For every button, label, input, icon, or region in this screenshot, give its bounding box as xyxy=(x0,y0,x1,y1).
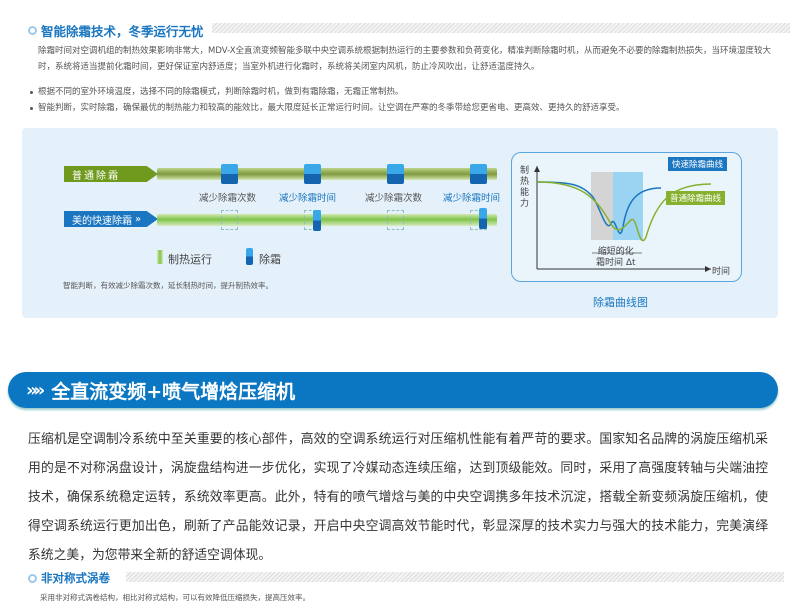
curve-chart-caption: 除霜曲线图 xyxy=(593,296,648,309)
normal-defrost-curve xyxy=(536,181,712,242)
defrost-curve-chart xyxy=(534,166,712,272)
triple-chevron-icon: »» xyxy=(26,379,45,401)
hatch-divider xyxy=(212,23,790,33)
section-title-scroll: 非对称式涡卷 xyxy=(28,570,110,586)
fast-defrost-area xyxy=(613,172,643,240)
fast-curve-label: 快速除霜曲线 xyxy=(668,157,728,171)
defrost-block xyxy=(387,164,404,184)
fast-heating-bar xyxy=(157,214,497,226)
bullet-text: 根据不同的室外环境温度，选择不同的除霜模式，判断除霜时机，做到有霜除霜，无霜正常… xyxy=(38,87,404,97)
legend-label: 除霜 xyxy=(259,253,281,266)
annotation: 减少除霜时间 xyxy=(279,193,337,204)
bullet-list: 根据不同的室外环境温度，选择不同的除霜模式，判断除霜时机，做到有霜除霜，无霜正常… xyxy=(30,84,625,116)
tag-text: 美的快速除霜 xyxy=(72,215,132,227)
legend-label: 制热运行 xyxy=(168,253,212,266)
annotation: 减少除霜时间 xyxy=(443,193,501,204)
delta-label-line: 霜时间 Δt xyxy=(596,258,636,268)
defrost-block xyxy=(479,208,487,229)
section-title-text: 非对称式涡卷 xyxy=(41,571,110,585)
ring-icon xyxy=(28,26,37,35)
section-title-text: 智能除霜技术，冬季运行无忧 xyxy=(41,24,204,39)
diagram-caption: 智能判断，有效减少除霜次数，延长制热时间，提升制热效率。 xyxy=(63,281,273,290)
annotation: 减少除霜次数 xyxy=(199,193,257,204)
annotation: 减少除霜次数 xyxy=(365,193,423,204)
conventional-defrost-area xyxy=(591,172,613,240)
bullet-text: 智能判断，实时除霜，确保最优的制热能力和较高的能效比，最大限度延长正常运行时间。… xyxy=(38,103,625,113)
scroll-paragraph: 采用非对称式涡卷结构，相比对称式结构，可以有效降低压缩损失，提高压效率。 xyxy=(40,593,310,602)
bullet-item: 智能判断，实时除霜，确保最优的制热能力和较高的能效比，最大限度延长正常运行时间。… xyxy=(30,100,625,116)
x-axis-label: 时间 xyxy=(712,267,731,277)
tag-text: 普通除霜 xyxy=(72,170,120,182)
normal-curve-label: 普通除霜曲线 xyxy=(666,191,726,205)
normal-defrost-tag: 普通除霜 xyxy=(64,166,158,182)
normal-heating-bar xyxy=(157,168,497,180)
banner-title: 全直流变频+喷气增焓压缩机 xyxy=(51,380,296,403)
defrost-block xyxy=(304,164,321,184)
bullet-item: 根据不同的室外环境温度，选择不同的除霜模式，判断除霜时机，做到有霜除霜，无霜正常… xyxy=(30,84,625,100)
delta-label: 缩短的化霜时间 Δt xyxy=(596,247,636,269)
double-chevron-icon: » xyxy=(135,213,142,225)
fast-defrost-tag: 美的快速除霜» xyxy=(64,211,158,227)
defrost-paragraph: 除霜时间对空调机组的制热效果影响非常大，MDV-X全直流变频智能多联中央空调系统… xyxy=(38,46,772,72)
saved-defrost-outline xyxy=(221,210,238,230)
ring-icon xyxy=(28,573,37,583)
delta-label-line: 缩短的化 xyxy=(597,247,634,257)
saved-defrost-outline xyxy=(387,210,404,230)
y-axis-label: 制热能力 xyxy=(520,166,530,209)
section-title-defrost: 智能除霜技术，冬季运行无忧 xyxy=(28,21,204,40)
compressor-banner: »» 全直流变频+喷气增焓压缩机 xyxy=(8,372,778,408)
defrost-block xyxy=(470,164,487,184)
legend-defrost-swatch xyxy=(246,248,253,265)
compressor-paragraph: 压缩机是空调制冷系统中至关重要的核心部件，高效的空调系统运行对压缩机性能有着严苛… xyxy=(28,432,768,563)
legend-heating-swatch xyxy=(157,250,163,264)
defrost-block xyxy=(221,164,238,184)
defrost-block xyxy=(313,210,321,231)
hatch-divider xyxy=(126,572,784,582)
